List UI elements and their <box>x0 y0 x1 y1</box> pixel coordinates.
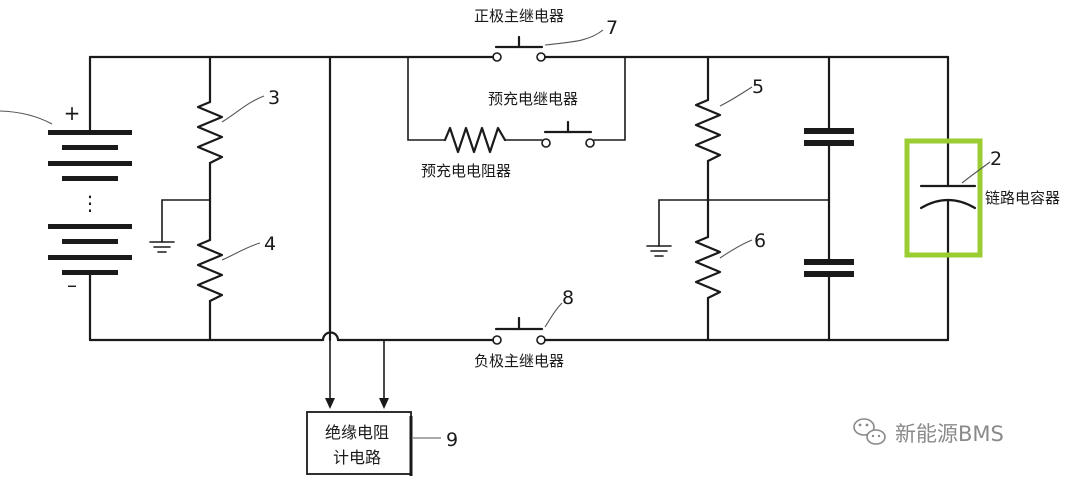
insulation-resistance-circuit-box: 绝缘电阻 计电路 <box>306 411 413 476</box>
precharge-branch <box>407 56 626 154</box>
battery-plus-sign: + <box>64 101 81 125</box>
label-number-5: 5 <box>752 76 764 98</box>
positive-main-relay-label: 正极主继电器 <box>474 7 564 25</box>
label-number-7: 7 <box>606 17 618 39</box>
label-number-2: 2 <box>990 148 1002 170</box>
battery-ellipsis: ⋮ <box>80 191 100 215</box>
label-number-4: 4 <box>264 233 276 255</box>
watermark-text: 新能源BMS <box>895 422 1004 446</box>
negative-main-relay-label: 负极主继电器 <box>474 352 564 370</box>
precharge-resistor-label: 预充电电阻器 <box>421 162 511 180</box>
link-capacitor-label: 链路电容器 <box>985 189 1060 207</box>
ground-left <box>149 199 211 253</box>
resistor-6 <box>694 198 722 342</box>
bottom-rail <box>88 331 950 342</box>
link-capacitor-highlight <box>904 138 983 258</box>
capacitor-lower <box>804 198 854 342</box>
measurement-arrows <box>325 339 389 409</box>
insulation-circuit-label-line2: 计电路 <box>333 448 381 467</box>
battery-pack: + – ⋮ <box>0 55 132 342</box>
battery-minus-sign: – <box>67 273 77 297</box>
resistor-4 <box>196 198 224 342</box>
precharge-relay-label: 预充电继电器 <box>488 90 578 108</box>
insulation-circuit-label-line1: 绝缘电阻 <box>325 423 389 442</box>
positive-main-relay <box>492 35 546 62</box>
precharge-relay <box>541 120 595 148</box>
capacitor-upper <box>804 55 854 202</box>
resistor-3 <box>196 55 224 202</box>
label-number-8: 8 <box>562 287 574 309</box>
ground-right <box>646 199 709 257</box>
resistor-5 <box>694 55 722 202</box>
label-number-6: 6 <box>754 230 766 252</box>
label-number-9: 9 <box>446 429 458 451</box>
link-capacitor <box>919 55 977 342</box>
wechat-icon <box>853 418 886 445</box>
negative-main-relay <box>492 316 546 345</box>
label-number-3: 3 <box>268 87 280 109</box>
